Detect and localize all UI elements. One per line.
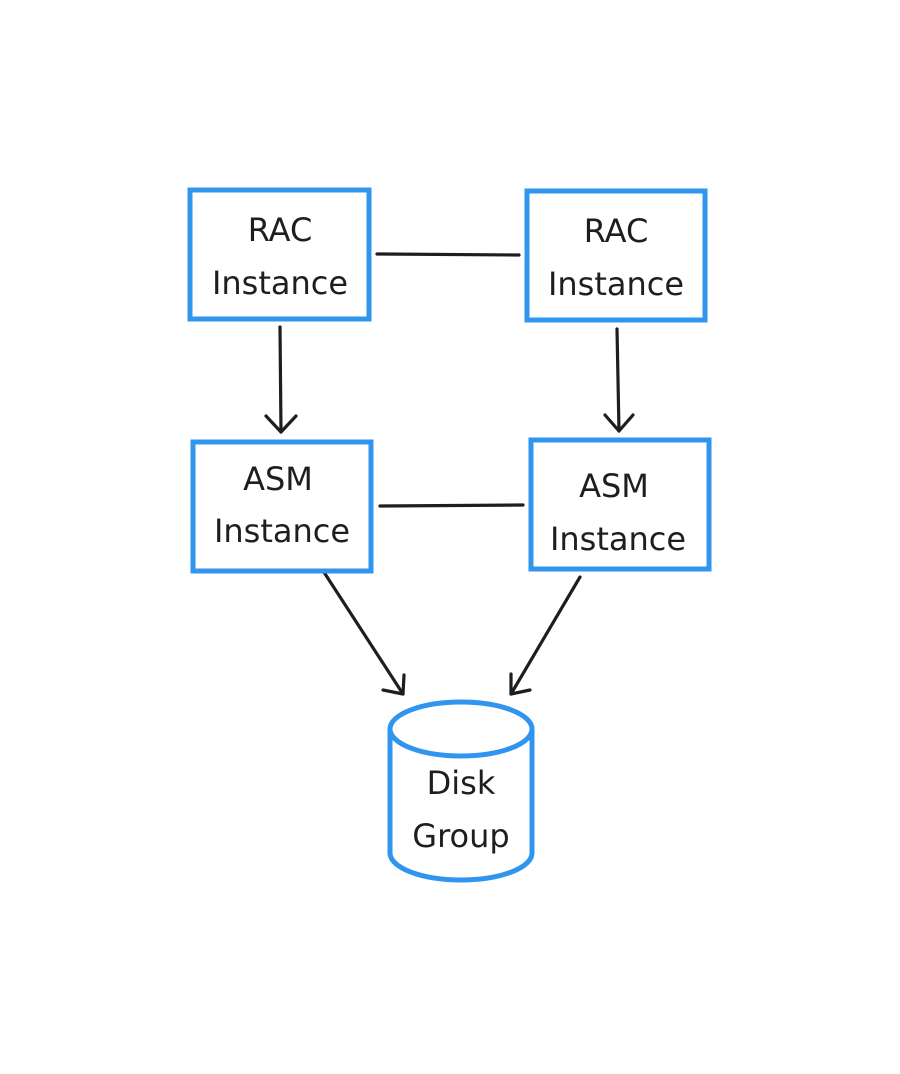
edge-asm-left-asm-right	[378, 503, 525, 508]
asm-instance-right-box	[528, 437, 712, 572]
disk-group-label-line2: Group	[412, 817, 509, 855]
asm-instance-right-label-line1: ASM	[579, 467, 649, 505]
rac-instance-right-box	[524, 188, 708, 323]
arrow-asm-right-to-disk-group	[509, 575, 582, 696]
arrow-rac-right-to-asm-right	[603, 327, 635, 433]
asm-instance-left-label-line2: Instance	[214, 512, 350, 550]
rac-instance-right-label-line1: RAC	[584, 212, 649, 250]
node-rac-instance-right: RAC Instance	[524, 188, 708, 323]
node-rac-instance-left: RAC Instance	[187, 187, 372, 322]
edge-rac-left-rac-right	[375, 252, 521, 257]
disk-group-cylinder-icon	[387, 699, 535, 883]
disk-group-cylinder-top	[387, 728, 535, 759]
asm-instance-right-label-line2: Instance	[550, 520, 686, 558]
rac-instance-left-label-line2: Instance	[212, 264, 348, 302]
asm-instance-left-box	[190, 439, 374, 574]
rac-instance-left-box	[187, 187, 372, 322]
asm-instance-left-label-line1: ASM	[243, 460, 313, 498]
rac-instance-left-label-line1: RAC	[248, 211, 313, 249]
node-asm-instance-left: ASM Instance	[190, 439, 374, 574]
disk-group-label-line1: Disk	[427, 764, 496, 802]
edges	[264, 252, 635, 696]
arrow-asm-left-to-disk-group	[316, 561, 406, 696]
rac-instance-right-label-line2: Instance	[548, 265, 684, 303]
arrow-rac-left-to-asm-left	[264, 325, 298, 434]
node-disk-group: Disk Group	[387, 699, 535, 883]
node-asm-instance-right: ASM Instance	[528, 437, 712, 572]
